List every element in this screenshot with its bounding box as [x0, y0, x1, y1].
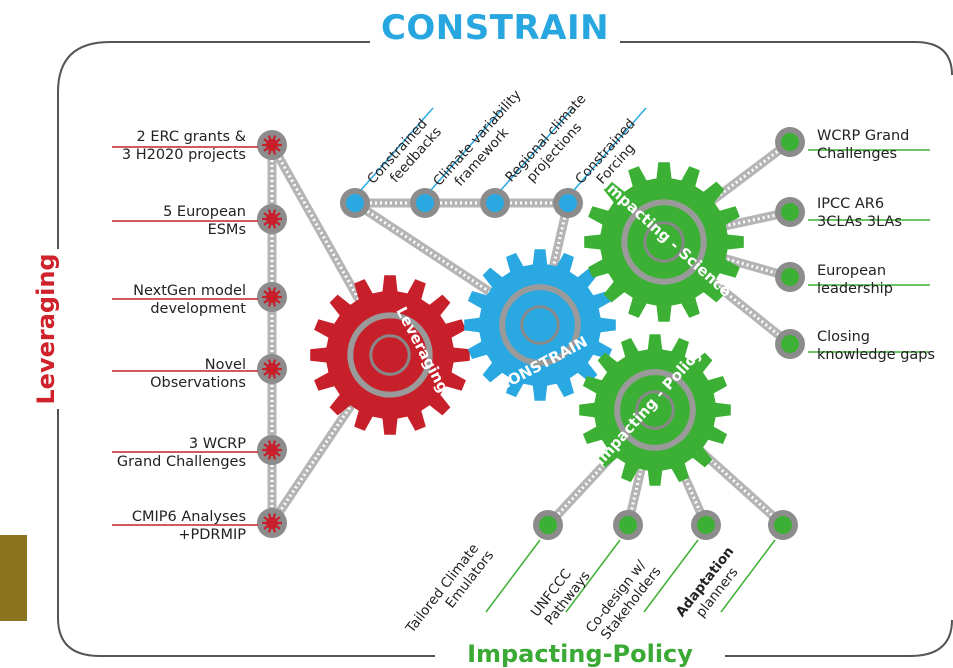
top-node-1-core	[346, 194, 364, 212]
bottom-node-4-core	[774, 516, 792, 534]
right-item-1: WCRP Grand Challenges	[817, 127, 953, 163]
bottom-node-2-core	[619, 516, 637, 534]
left-node-5-core	[262, 440, 282, 460]
gear-constrain-hub	[520, 305, 560, 345]
left-item-5-line1: 3 WCRP	[188, 436, 246, 452]
top-underline-3	[500, 107, 574, 191]
right-node-3-core	[781, 268, 799, 286]
left-item-1-line1: 2 ERC grants &	[136, 129, 246, 145]
left-node-1-core	[262, 135, 282, 155]
left-item-1: 2 ERC grants & 3 H2020 projects	[60, 128, 246, 164]
left-item-3-line2: development	[150, 301, 246, 317]
right-item-4-line1: Closing	[817, 329, 871, 345]
gear-impacting-science-hub	[643, 221, 685, 263]
left-item-5: 3 WCRP Grand Challenges	[60, 435, 246, 471]
belt-science-1-dots	[659, 140, 791, 242]
left-node-2-core	[262, 209, 282, 229]
right-node-1-core	[781, 133, 799, 151]
bottom-node-1-core	[539, 516, 557, 534]
right-item-4-line2: knowledge gaps	[817, 347, 936, 363]
bottom-underline-4	[720, 539, 776, 613]
left-item-2: 5 European ESMs	[60, 203, 246, 239]
right-item-1-line2: Challenges	[817, 146, 898, 162]
left-item-6-line1: CMIP6 Analyses	[131, 509, 246, 525]
gears-layer	[310, 162, 744, 486]
title-leveraging: Leveraging	[32, 249, 60, 409]
gear-impacting-policy-ring	[614, 369, 696, 451]
left-item-2-line2: ESMs	[207, 222, 246, 238]
right-item-1-line1: WCRP Grand	[817, 128, 910, 144]
top-underline-1	[360, 107, 434, 191]
belt-left-column-dots	[270, 145, 387, 528]
left-item-4: Novel Observations	[60, 356, 246, 392]
top-node-2-core	[416, 194, 434, 212]
outer-frame	[57, 41, 953, 657]
top-underline-2	[430, 107, 504, 191]
bottom-node-3-core	[697, 516, 715, 534]
gear-leveraging-hub	[369, 334, 411, 376]
right-item-2-line1: IPCC AR6	[817, 196, 885, 212]
right-item-3-line2: leadership	[817, 281, 893, 297]
left-item-2-line1: 5 European	[163, 204, 246, 220]
right-node-4-core	[781, 335, 799, 353]
bottom-underline-2	[565, 539, 621, 613]
right-item-2-line2: 3CLAs 3LAs	[817, 214, 902, 230]
left-item-3: NextGen model development	[60, 282, 246, 318]
gear-leveraging-ring	[347, 312, 433, 398]
left-item-5-line2: Grand Challenges	[116, 454, 246, 470]
left-item-4-line1: Novel	[204, 357, 246, 373]
olive-side-block	[0, 535, 27, 621]
title-constrain: CONSTRAIN	[370, 8, 620, 48]
top-node-4-core	[559, 194, 577, 212]
top-node-3-core	[486, 194, 504, 212]
top-underline-4	[573, 107, 647, 191]
left-node-6-core	[262, 513, 282, 533]
left-item-6: CMIP6 Analyses +PDRMIP	[60, 508, 246, 544]
underlines-layer	[112, 107, 930, 613]
left-item-6-line2: +PDRMIP	[178, 527, 246, 543]
belt-forcing-to-constrain-dots	[538, 202, 570, 326]
bottom-underline-1	[485, 539, 541, 613]
right-item-4: Closing knowledge gaps	[817, 328, 953, 364]
left-node-3-core	[262, 287, 282, 307]
bottom-underline-3	[643, 539, 699, 613]
gear-impacting-science-ring	[621, 199, 707, 285]
nodes-layer	[257, 127, 805, 540]
belt-top-to-constrain-dots	[354, 201, 541, 327]
left-item-3-line1: NextGen model	[133, 283, 246, 299]
right-item-3-line1: European	[817, 263, 887, 279]
gear-impacting-policy-hub	[635, 390, 675, 430]
belt-policy-4-dots	[653, 408, 785, 527]
left-item-4-line2: Observations	[150, 375, 246, 391]
left-item-1-line2: 3 H2020 projects	[121, 147, 246, 163]
left-node-4-core	[262, 359, 282, 379]
right-item-2: IPCC AR6 3CLAs 3LAs	[817, 195, 953, 231]
title-impacting-policy: Impacting-Policy	[435, 640, 725, 668]
right-item-3: European leadership	[817, 262, 953, 298]
right-node-2-core	[781, 203, 799, 221]
gear-constrain-ring	[499, 284, 581, 366]
